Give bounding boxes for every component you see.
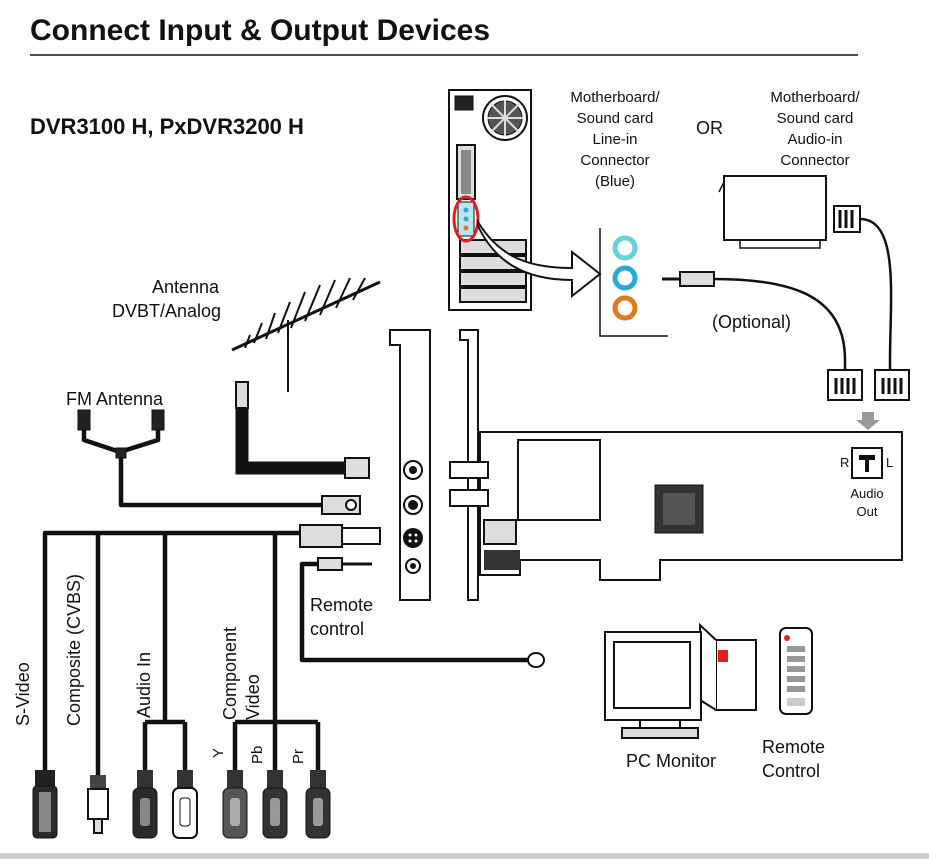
jack-line-in-mid [612,265,638,291]
audio-in-plug-left [132,770,158,839]
component-plug-pr [305,770,331,839]
pc-tower-rear [448,89,532,311]
component-label-line1: Component [220,627,240,720]
audio-in-cable-label: Audio In [134,652,154,718]
s-video-plug [32,770,58,839]
svg-text:Motherboard/: Motherboard/ [570,89,660,106]
optional-audio-cable [713,277,847,370]
audio-out-label-line1: Audio [850,486,883,501]
audio-out-l: L [886,455,893,470]
remote-label-line1: Remote [762,737,825,757]
fm-antenna-label: FM Antenna [66,389,164,409]
pr-label: Pr [290,749,307,764]
capture-card [449,431,903,581]
ir-receiver [527,652,545,668]
svg-text:Audio-in: Audio-in [787,131,842,148]
line-in-label: Motherboard/ Sound card Line-in Connecto… [570,89,660,190]
coax-plug [344,457,370,479]
cable-connector-b [874,369,910,401]
y-label: Y [210,748,227,758]
fm-antenna [77,409,165,459]
card-bracket [389,329,431,601]
pc-monitor-label: PC Monitor [626,751,716,771]
component-plug-pb [262,770,288,839]
remote-cable-label-line2: control [310,619,364,639]
jack-line-in-bottom [612,295,638,321]
breakout-cable-trunk [42,530,300,770]
svg-text:Connector: Connector [780,152,849,169]
cable-connector-a [827,369,863,401]
line-in-plug [662,271,715,287]
svg-text:Connector: Connector [580,152,649,169]
audio-out-r: R [840,455,849,470]
remote-label-line2: Control [762,761,820,781]
component-label-line2: Video [243,674,263,720]
svg-text:Line-in: Line-in [592,131,637,148]
optional-label: (Optional) [712,312,791,332]
pc-monitor [604,622,757,739]
line-in-jack-panel [599,228,668,337]
component-cable [232,533,321,770]
remote-control [779,627,813,715]
remote-cable-label-line1: Remote [310,595,373,615]
fm-antenna-cable [118,458,322,508]
or-label: OR [696,118,723,138]
svg-text:Motherboard/: Motherboard/ [770,89,860,106]
svg-text:Sound card: Sound card [577,110,654,127]
antenna-coax-cable [235,408,345,475]
pb-label: Pb [249,746,266,764]
tv-antenna [231,277,381,392]
audio-in-plug-right [172,770,198,839]
composite-label: Composite (CVBS) [64,574,84,726]
remote-receiver-cable [299,561,528,663]
antenna-label-line1: Antenna [152,277,220,297]
page-title: Connect Input & Output Devices [30,14,490,47]
jack-line-in-top [612,235,638,261]
antenna-label-line2: DVBT/Analog [112,301,221,321]
svg-text:Sound card: Sound card [777,110,854,127]
mini-din-plug [299,524,381,548]
audio-in-label: Motherboard/ Sound card Audio-in Connect… [770,89,860,169]
model-subtitle: DVR3100 H, PxDVR3200 H [30,114,304,139]
down-arrow [856,412,880,430]
pointer-arrow [477,218,602,299]
audio-in-cable-main [142,533,188,770]
svg-text:(Blue): (Blue) [595,173,635,190]
s-video-label: S-Video [13,662,33,726]
remote-receiver-plug [317,557,372,571]
sound-card [718,175,861,249]
composite-plug [87,775,109,834]
audio-out-label-line2: Out [857,504,878,519]
audio-in-cable [859,217,893,370]
antenna-f-connector [235,381,249,409]
audio-out-connector [851,447,883,479]
line-in-highlight-circle [452,195,480,243]
component-plug-y [222,770,248,839]
